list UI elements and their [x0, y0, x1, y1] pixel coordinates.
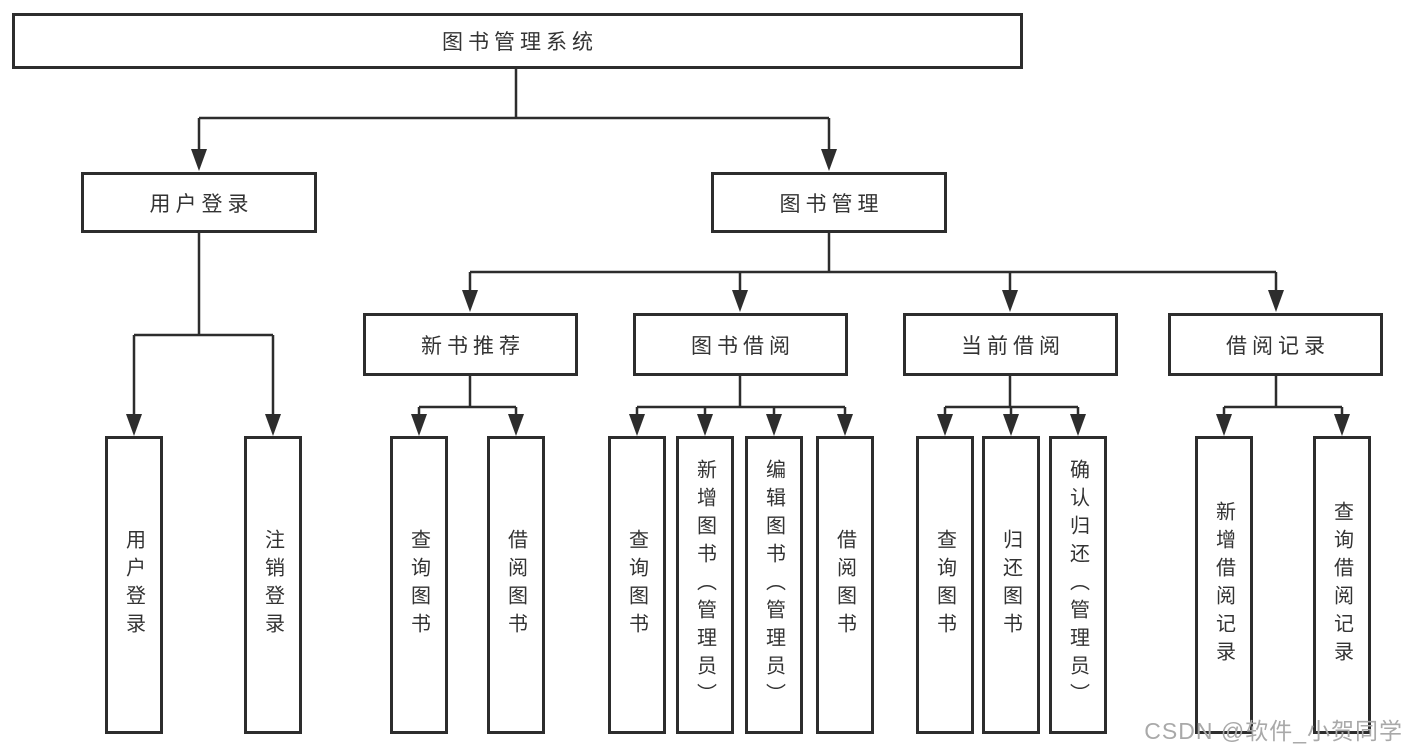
node-book-borrow: 图书借阅 — [633, 313, 848, 376]
edge-root-trunk — [197, 69, 831, 151]
leaf-current-return-books-label: 归还图书 — [999, 529, 1022, 641]
leaf-logout-label: 注销登录 — [261, 529, 284, 641]
edge-new-book-trunk — [417, 376, 518, 417]
leaf-record-add-borrow-record: 新增借阅记录 — [1195, 436, 1253, 734]
leaf-current-return-books: 归还图书 — [982, 436, 1040, 734]
arrow-to-user-login — [191, 149, 207, 171]
leaf-current-query-books: 查询图书 — [916, 436, 974, 734]
arrow-to-new-book — [462, 290, 478, 312]
arrow-to-leaf-cb-query — [937, 414, 953, 436]
leaf-borrow-add-books-admin: 新增图书（管理员） — [676, 436, 734, 734]
arrow-to-leaf-user-login — [126, 414, 142, 436]
arrow-to-leaf-nb-borrow — [508, 414, 524, 436]
arrow-to-book-mgmt — [821, 149, 837, 171]
leaf-newbook-borrow-books-label: 借阅图书 — [504, 529, 527, 641]
node-user-login-branch-label: 用户登录 — [149, 192, 254, 216]
leaf-record-add-borrow-record-label: 新增借阅记录 — [1212, 501, 1235, 669]
leaf-borrow-query-books: 查询图书 — [608, 436, 666, 734]
node-borrow-record-label: 借阅记录 — [1226, 334, 1330, 358]
arrow-to-book-borrow — [732, 290, 748, 312]
edge-book-mgmt-trunk — [468, 233, 1278, 293]
arrow-to-leaf-bb-add — [697, 414, 713, 436]
arrow-to-leaf-cb-confirm — [1070, 414, 1086, 436]
arrow-to-leaf-bb-borrow — [837, 414, 853, 436]
leaf-logout: 注销登录 — [244, 436, 302, 734]
node-book-mgmt-branch-label: 图书管理 — [779, 192, 884, 216]
arrow-to-current-borrow — [1002, 290, 1018, 312]
leaf-borrow-edit-books-admin: 编辑图书（管理员） — [745, 436, 803, 734]
node-root-system: 图书管理系统 — [12, 13, 1023, 69]
leaf-record-query-borrow-record-label: 查询借阅记录 — [1330, 501, 1353, 669]
edge-borrow-record-trunk — [1222, 376, 1344, 417]
leaf-user-login: 用户登录 — [105, 436, 163, 734]
leaf-user-login-label: 用户登录 — [122, 529, 145, 641]
node-user-login-branch: 用户登录 — [81, 172, 317, 233]
leaf-record-query-borrow-record: 查询借阅记录 — [1313, 436, 1371, 734]
leaf-current-confirm-return-admin: 确认归还（管理员） — [1049, 436, 1107, 734]
arrowheads — [126, 149, 1350, 436]
edge-current-borrow-trunk — [943, 376, 1080, 417]
edge-book-borrow-trunk — [635, 376, 847, 417]
arrow-to-leaf-br-query — [1334, 414, 1350, 436]
leaf-borrow-borrow-books: 借阅图书 — [816, 436, 874, 734]
leaf-current-confirm-return-admin-label: 确认归还（管理员） — [1066, 459, 1089, 711]
leaf-newbook-borrow-books: 借阅图书 — [487, 436, 545, 734]
arrow-to-leaf-br-add — [1216, 414, 1232, 436]
leaf-newbook-query-books-label: 查询图书 — [407, 529, 430, 641]
node-new-book-recommend: 新书推荐 — [363, 313, 578, 376]
leaf-current-query-books-label: 查询图书 — [933, 529, 956, 641]
edge-lines — [132, 69, 1344, 417]
node-book-borrow-label: 图书借阅 — [691, 334, 795, 358]
leaf-borrow-borrow-books-label: 借阅图书 — [833, 529, 856, 641]
arrow-to-leaf-cb-return — [1003, 414, 1019, 436]
node-root-system-label: 图书管理系统 — [442, 31, 598, 54]
leaf-borrow-query-books-label: 查询图书 — [625, 529, 648, 641]
node-current-borrow-label: 当前借阅 — [961, 334, 1065, 358]
arrow-to-leaf-bb-query — [629, 414, 645, 436]
node-new-book-recommend-label: 新书推荐 — [421, 334, 525, 358]
arrow-to-leaf-nb-query — [411, 414, 427, 436]
arrow-to-borrow-record — [1268, 290, 1284, 312]
leaf-borrow-edit-books-admin-label: 编辑图书（管理员） — [762, 459, 785, 711]
node-current-borrow: 当前借阅 — [903, 313, 1118, 376]
node-borrow-record: 借阅记录 — [1168, 313, 1383, 376]
edge-user-login-trunk — [132, 233, 275, 417]
leaf-borrow-add-books-admin-label: 新增图书（管理员） — [693, 459, 716, 711]
arrow-to-leaf-logout — [265, 414, 281, 436]
csdn-watermark: CSDN @软件_小贺同学 — [1144, 718, 1403, 744]
leaf-newbook-query-books: 查询图书 — [390, 436, 448, 734]
arrow-to-leaf-bb-edit — [766, 414, 782, 436]
node-book-mgmt-branch: 图书管理 — [711, 172, 947, 233]
